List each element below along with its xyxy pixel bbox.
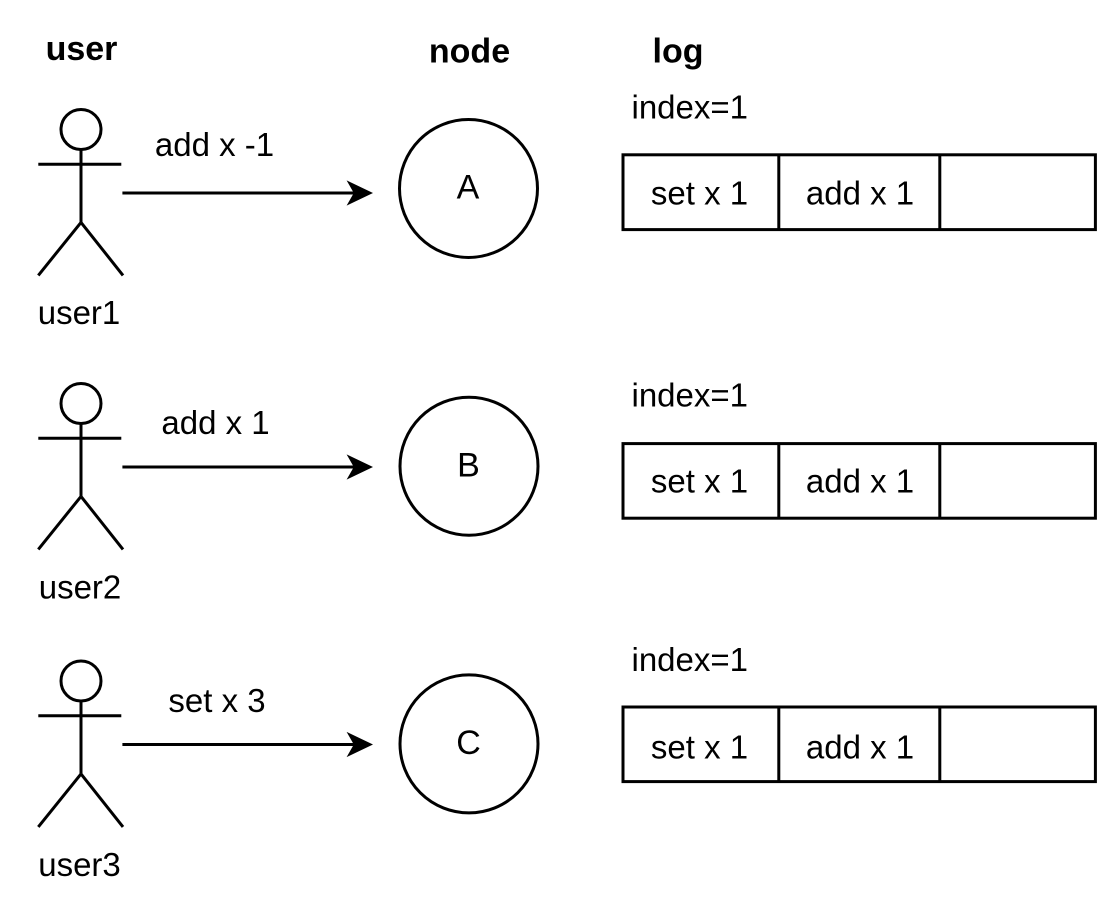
svg-text:index=1: index=1	[632, 377, 749, 414]
svg-text:set x 3: set x 3	[168, 682, 265, 719]
svg-text:A: A	[457, 169, 480, 207]
svg-text:log: log	[653, 33, 704, 71]
svg-text:add x 1: add x 1	[161, 404, 269, 441]
svg-text:set x 1: set x 1	[651, 463, 748, 500]
svg-text:user: user	[46, 30, 118, 68]
svg-text:add x 1: add x 1	[806, 463, 914, 500]
svg-text:set x 1: set x 1	[651, 174, 748, 211]
svg-text:user3: user3	[38, 846, 121, 883]
svg-text:add x -1: add x -1	[155, 126, 274, 163]
svg-text:C: C	[456, 724, 481, 762]
svg-text:user2: user2	[39, 569, 122, 606]
svg-text:add x 1: add x 1	[806, 729, 914, 766]
svg-text:add x 1: add x 1	[806, 174, 914, 211]
svg-text:B: B	[457, 446, 480, 484]
svg-text:index=1: index=1	[632, 641, 749, 678]
svg-text:node: node	[429, 33, 510, 71]
svg-text:set x 1: set x 1	[651, 729, 748, 766]
svg-text:index=1: index=1	[632, 89, 749, 126]
svg-text:user1: user1	[38, 294, 121, 331]
